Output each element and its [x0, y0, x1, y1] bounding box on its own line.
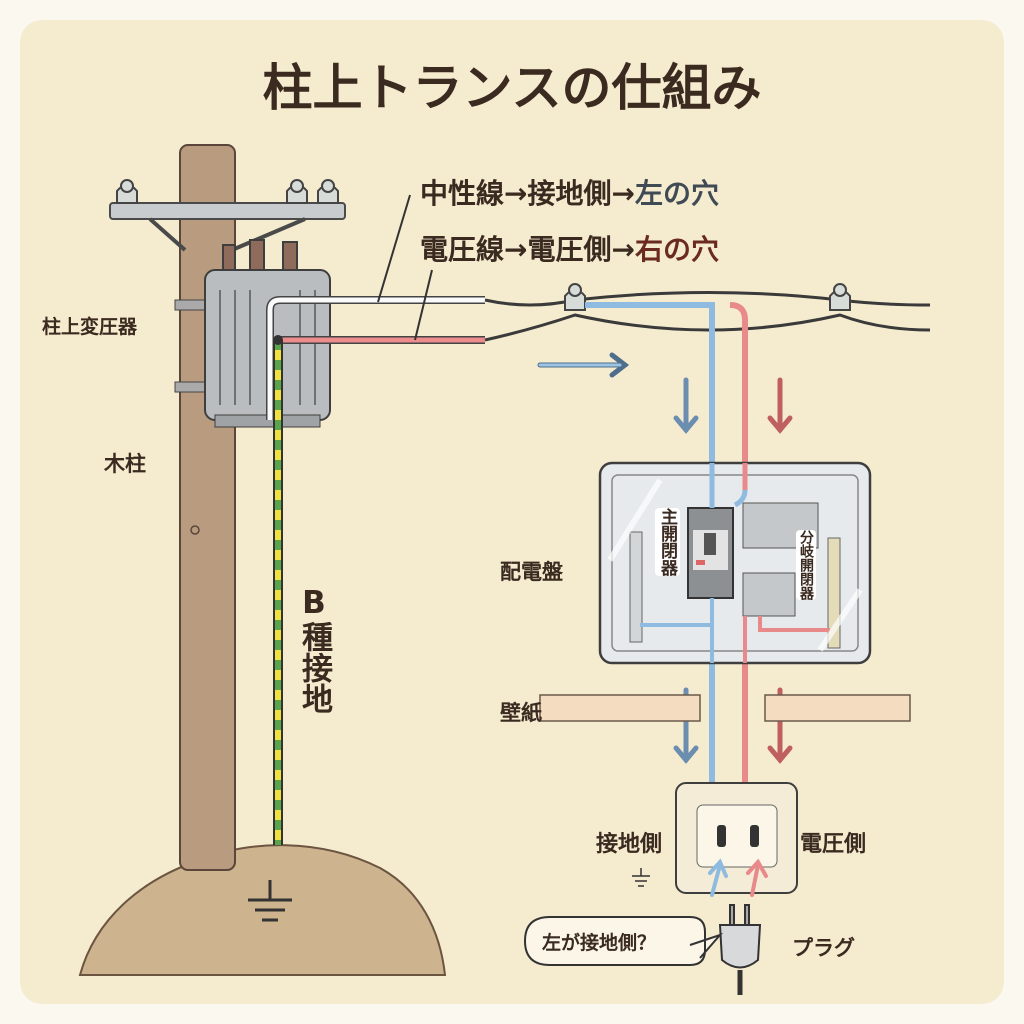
label-ground-side: 接地側	[596, 832, 663, 857]
distribution-panel	[598, 461, 872, 665]
legend-voltage: 電圧線→電圧側→右の穴	[420, 228, 719, 268]
page-title: 柱上トランスの仕組み	[262, 59, 762, 117]
crossarm	[109, 202, 346, 220]
speech-bubble	[523, 916, 724, 966]
legend-voltage-text: 電圧線→電圧側→	[420, 233, 635, 266]
label-transformer: 柱上変圧器	[42, 316, 138, 338]
insulator-icon	[564, 283, 851, 311]
label-wall: 壁紙	[500, 701, 542, 725]
label-main-switch: 主開閉器	[655, 508, 680, 576]
speech-text: 左が接地側？	[542, 932, 657, 954]
legend-voltage-hole: 右の穴	[634, 233, 719, 266]
plug-icon	[718, 904, 762, 995]
legend-neutral: 中性線→接地側→左の穴	[420, 172, 719, 212]
legend-neutral-text: 中性線→接地側→	[420, 177, 635, 210]
flow-arrow-icon	[537, 352, 793, 764]
wall-band	[539, 694, 911, 722]
wall-outlet	[675, 782, 798, 894]
label-plug: プラグ	[792, 936, 855, 960]
ground-symbol-icon	[248, 880, 292, 922]
label-panel: 配電盤	[500, 560, 563, 584]
insulator-icon	[116, 179, 339, 204]
voltage-drop	[729, 302, 748, 790]
label-grounding: B種接地	[296, 585, 332, 714]
label-pole: 木柱	[104, 452, 146, 476]
small-ground-icon	[632, 868, 650, 887]
legend-neutral-hole: 左の穴	[634, 177, 719, 210]
label-branch-switch: 分岐開閉器	[796, 530, 816, 600]
overhead-line	[484, 291, 931, 307]
label-voltage-side: 電圧側	[800, 832, 867, 857]
